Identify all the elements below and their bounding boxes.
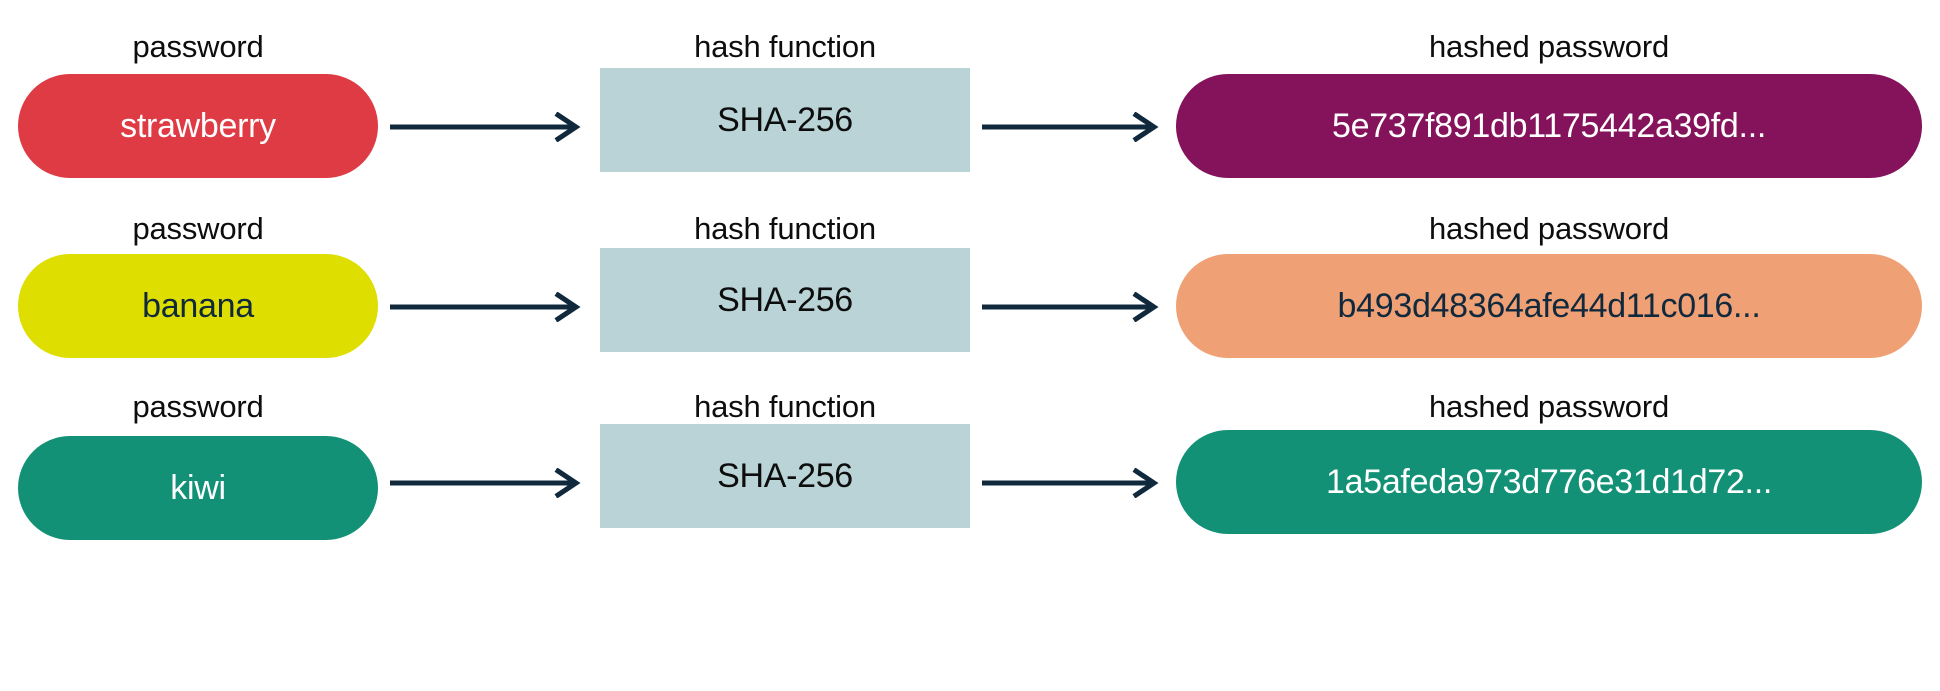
hashed-password-pill: b493d48364afe44d11c016... [1176,254,1922,358]
arrow-right-icon [390,292,590,322]
diagram-row: password hash function hashed password s… [0,8,1940,188]
hashed-password-pill: 1a5afeda973d776e31d1d72... [1176,430,1922,534]
diagram-row: password hash function hashed password b… [0,188,1940,368]
arrow-right-icon [982,112,1168,142]
hash-function-box: SHA-256 [600,424,970,528]
hashed-password-caption: hashed password [1429,29,1669,64]
password-pill: banana [18,254,378,358]
arrow-right-icon [982,292,1168,322]
password-pill: kiwi [18,436,378,540]
hashed-password-caption: hashed password [1429,211,1669,246]
password-caption: password [132,29,264,64]
diagram-row: password hash function hashed password k… [0,368,1940,548]
hash-function-caption: hash function [694,29,876,64]
arrow-right-icon [390,468,590,498]
hash-function-box: SHA-256 [600,68,970,172]
arrow-right-icon [982,468,1168,498]
password-caption: password [132,389,264,424]
hashed-password-caption: hashed password [1429,389,1669,424]
password-pill: strawberry [18,74,378,178]
hash-function-box: SHA-256 [600,248,970,352]
arrow-right-icon [390,112,590,142]
hashed-password-pill: 5e737f891db1175442a39fd... [1176,74,1922,178]
hash-function-caption: hash function [694,211,876,246]
password-caption: password [132,211,264,246]
hash-function-caption: hash function [694,389,876,424]
